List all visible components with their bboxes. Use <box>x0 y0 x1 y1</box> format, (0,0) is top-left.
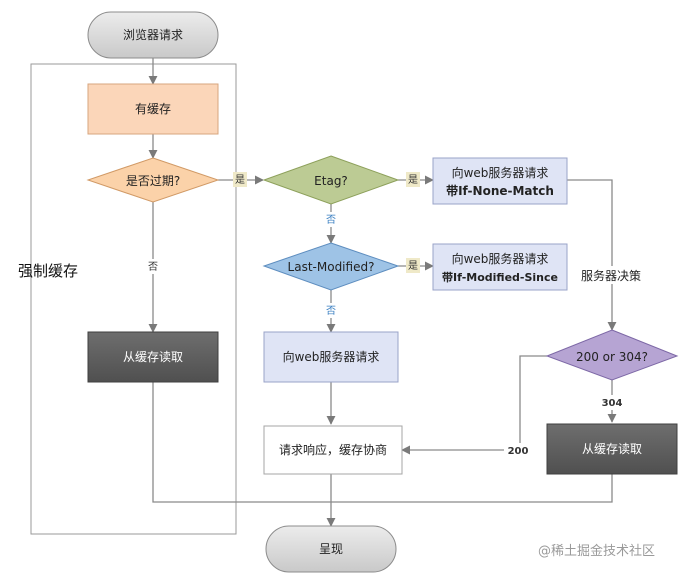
read-cache-left-box: 从缓存读取 <box>87 331 219 383</box>
svg-text:从缓存读取: 从缓存读取 <box>582 442 642 456</box>
response-negotiate-box: 请求响应，缓存协商 <box>263 425 403 475</box>
svg-text:200 or 304?: 200 or 304? <box>576 350 648 364</box>
svg-text:是: 是 <box>408 260 418 272</box>
strong-cache-region <box>30 63 237 535</box>
status-decision: 200 or 304? <box>545 329 679 381</box>
svg-text:呈现: 呈现 <box>319 542 343 556</box>
request-if-modified-since-box: 向web服务器请求 带If-Modified-Since <box>432 243 568 291</box>
label-no-last-modified: 否 <box>324 303 338 318</box>
svg-text:带If-None-Match: 带If-None-Match <box>446 183 554 198</box>
svg-text:Last-Modified?: Last-Modified? <box>288 260 375 274</box>
watermark-text: @稀土掘金技术社区 <box>538 543 655 559</box>
expired-decision: 是否过期? <box>86 157 220 203</box>
svg-text:是: 是 <box>408 174 418 186</box>
svg-text:Etag?: Etag? <box>314 174 348 188</box>
svg-text:是: 是 <box>235 174 245 186</box>
label-yes-expired: 是 <box>233 172 247 187</box>
label-no-expired: 否 <box>145 259 161 274</box>
label-no-etag: 否 <box>324 212 338 227</box>
last-modified-decision: Last-Modified? <box>262 242 400 291</box>
svg-text:向web服务器请求: 向web服务器请求 <box>452 251 549 266</box>
svg-text:服务器决策: 服务器决策 <box>581 268 641 283</box>
svg-text:304: 304 <box>602 398 623 409</box>
has-cache-box: 有缓存 <box>87 83 219 135</box>
request-if-none-match-box: 向web服务器请求 带If-None-Match <box>432 157 568 205</box>
strong-cache-label: 强制缓存 <box>18 262 78 280</box>
svg-text:从缓存读取: 从缓存读取 <box>123 350 183 364</box>
svg-text:是否过期?: 是否过期? <box>126 174 180 188</box>
svg-text:否: 否 <box>148 261 158 273</box>
svg-text:向web服务器请求: 向web服务器请求 <box>283 349 380 364</box>
request-server-box: 向web服务器请求 <box>263 331 399 383</box>
svg-text:200: 200 <box>508 446 529 457</box>
label-304: 304 <box>599 395 625 410</box>
svg-text:否: 否 <box>326 305 336 317</box>
etag-decision: Etag? <box>262 155 400 205</box>
svg-text:向web服务器请求: 向web服务器请求 <box>452 165 549 180</box>
label-yes-etag: 是 <box>406 172 420 187</box>
label-server-decision: 服务器决策 <box>575 266 647 284</box>
end-node-present: 呈现 <box>265 525 397 573</box>
svg-text:否: 否 <box>326 214 336 226</box>
label-yes-last-modified: 是 <box>406 258 420 273</box>
label-200: 200 <box>504 443 532 458</box>
svg-text:请求响应，缓存协商: 请求响应，缓存协商 <box>279 442 387 457</box>
read-cache-right-box: 从缓存读取 <box>546 423 678 475</box>
svg-text:带If-Modified-Since: 带If-Modified-Since <box>442 270 558 284</box>
svg-text:有缓存: 有缓存 <box>135 102 171 116</box>
start-node-browser-request: 浏览器请求 <box>87 11 219 59</box>
svg-text:浏览器请求: 浏览器请求 <box>123 27 183 42</box>
